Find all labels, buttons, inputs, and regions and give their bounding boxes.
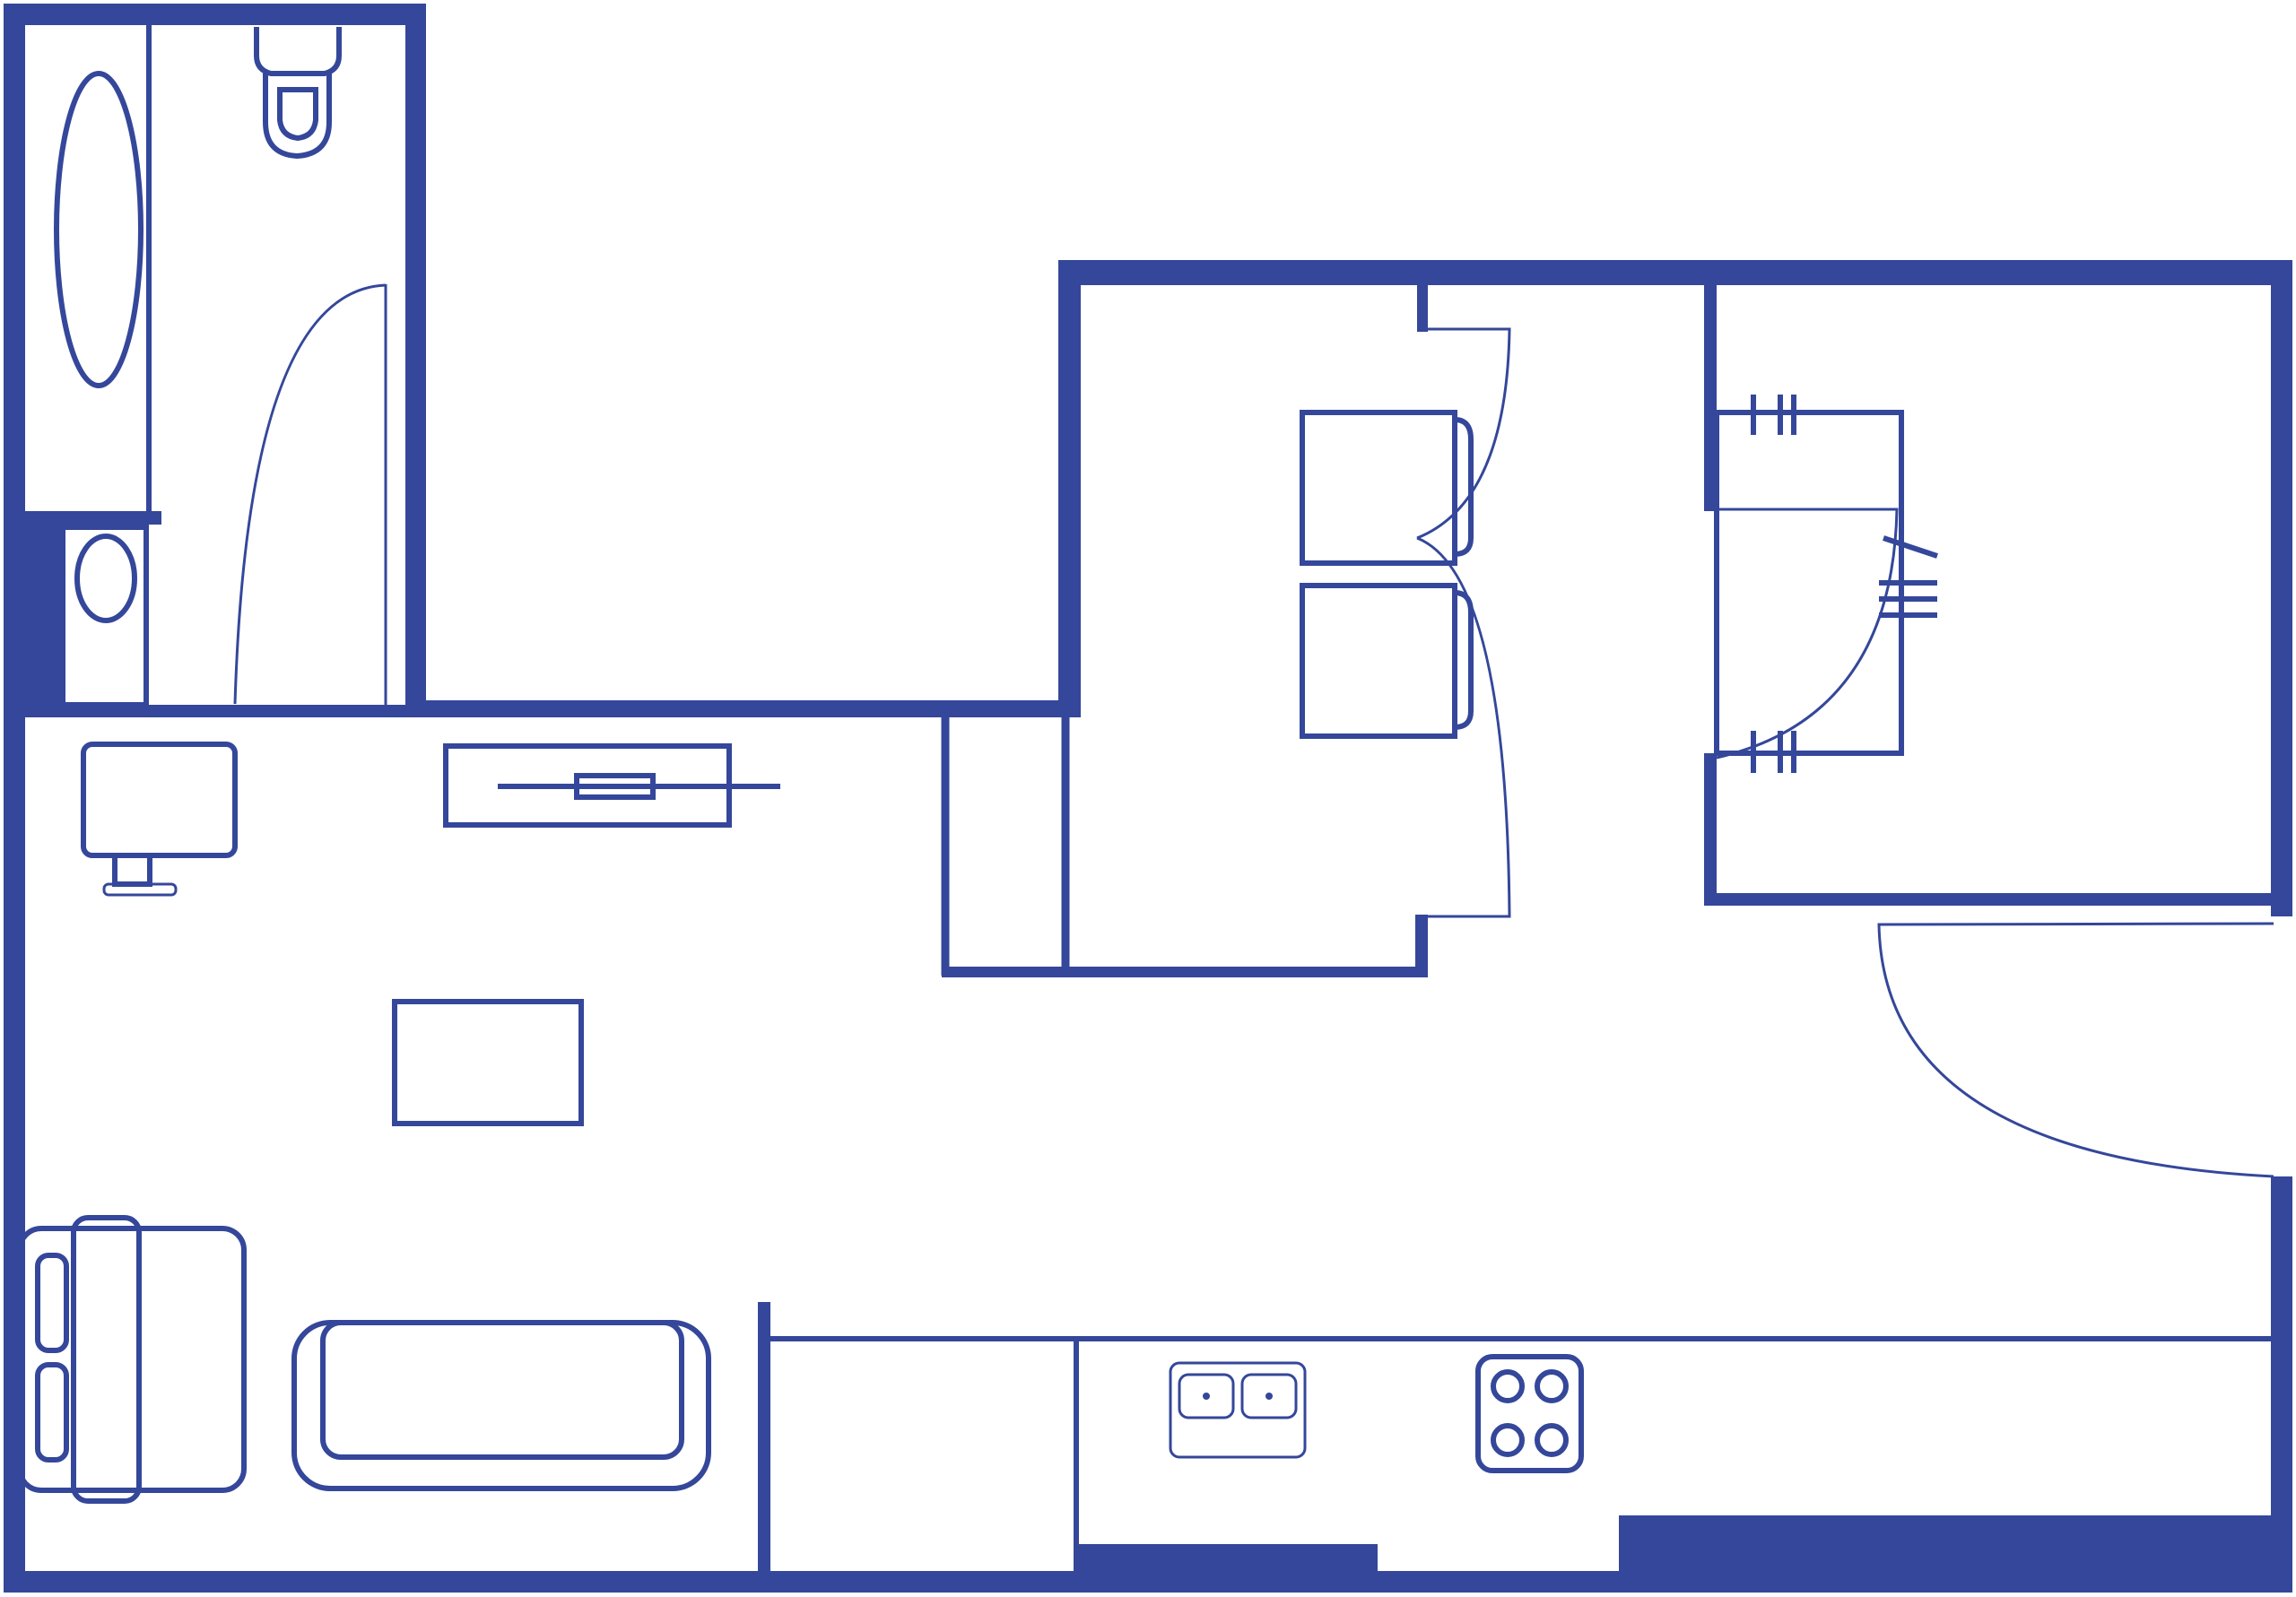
wardrobe-wall-base (1704, 893, 2278, 906)
bedroom-door-arc-top (1416, 327, 1511, 540)
counter-block-left (1076, 1544, 1378, 1573)
closet (25, 525, 413, 717)
wall-mid-horizontal (405, 700, 1081, 717)
bed (1300, 410, 1474, 739)
sofa (17, 1215, 247, 1504)
closet-dark-block (25, 525, 64, 708)
bedroom-door-jamb-top (1417, 285, 1428, 332)
sink (74, 534, 137, 623)
cooktop (1475, 1354, 1584, 1473)
bathroom-wall (25, 511, 161, 525)
wall-top-left (4, 4, 426, 25)
wall-right-lower (2271, 1176, 2292, 1593)
closet-wall (25, 705, 413, 717)
desk (81, 742, 238, 897)
wall-bottom (4, 1571, 2292, 1593)
exterior-walls (4, 4, 2292, 1593)
wardrobe-wall-bottom (1704, 753, 1717, 906)
clothes-rack (1714, 395, 1938, 773)
wall-top-right (1058, 260, 2292, 285)
door-swing-arc (233, 283, 387, 705)
coffee-table (392, 999, 584, 1126)
bathtub (54, 71, 144, 388)
kitchen-sink (1169, 1361, 1307, 1459)
kitchen-wall (758, 1302, 770, 1571)
wall-step (1058, 260, 1081, 717)
wardrobe-wall-top (1704, 285, 1717, 511)
wardrobe-door-arc (1716, 508, 1899, 759)
walk-in-closet (941, 717, 1428, 977)
bench (291, 1320, 711, 1491)
bedroom (1300, 285, 2278, 918)
entry-door-arc (1877, 922, 2274, 1178)
bathroom (25, 25, 387, 717)
bedroom-door-arc-bottom (1416, 536, 1511, 918)
closet-bottom-wall (942, 967, 1428, 977)
counter-block-right (1619, 1515, 2274, 1573)
tv-stand (443, 743, 780, 828)
wall-bathroom-right (405, 4, 426, 717)
kitchen (758, 922, 2274, 1571)
living-area (17, 742, 780, 1504)
toilet (254, 27, 342, 160)
wall-right-upper (2271, 260, 2292, 916)
bedroom-door-jamb-bottom (1415, 915, 1428, 977)
vanity (60, 525, 149, 707)
